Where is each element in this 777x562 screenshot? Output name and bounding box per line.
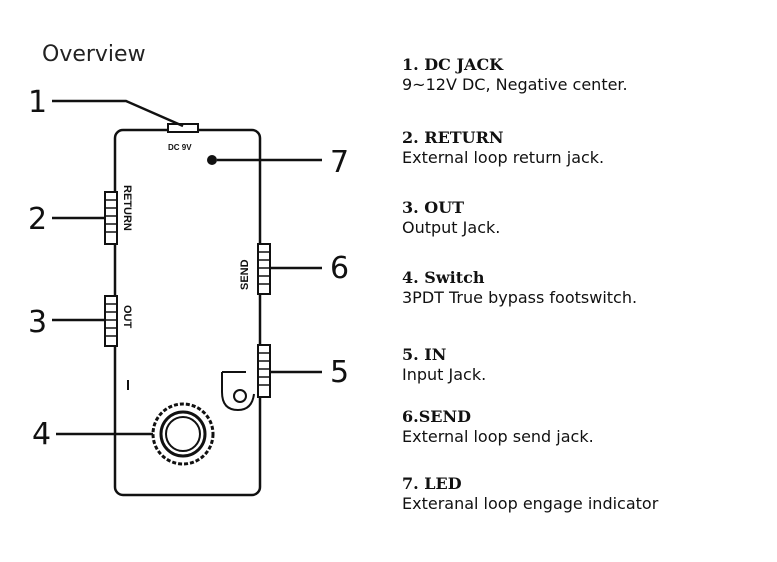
legend-num: 5. xyxy=(402,345,419,364)
legend-name: SEND xyxy=(418,407,471,426)
return-jack xyxy=(104,191,118,245)
legend-item-dc-jack: 1. DC JACK 9~12V DC, Negative center. xyxy=(402,55,628,95)
legend-name: OUT xyxy=(424,198,465,217)
in-jack xyxy=(257,344,271,398)
out-label: OUT xyxy=(121,305,133,329)
legend-desc: External loop return jack. xyxy=(402,148,605,167)
legend-item-led: 7. LED Exteranal loop engage indicator xyxy=(402,474,658,514)
legend-desc: External loop send jack. xyxy=(402,427,594,446)
legend-desc: 3PDT True bypass footswitch. xyxy=(402,288,638,307)
legend-num: 2. xyxy=(402,128,419,147)
legend-desc: 9~12V DC, Negative center. xyxy=(402,75,628,94)
led-indicator xyxy=(207,155,217,165)
legend-name: Switch xyxy=(424,268,485,287)
legend-name: IN xyxy=(424,345,447,364)
send-jack xyxy=(257,243,271,295)
overview-title: Overview xyxy=(42,42,146,67)
legend-num: 3. xyxy=(402,198,419,217)
legend-item-in: 5. IN Input Jack. xyxy=(402,345,486,385)
legend-num: 6. xyxy=(402,407,419,426)
callout-2: 2 xyxy=(28,202,47,237)
callout-1: 1 xyxy=(28,85,47,120)
legend-item-send: 6.SEND External loop send jack. xyxy=(402,407,594,447)
callout-3: 3 xyxy=(28,305,47,340)
legend-num: 7. xyxy=(402,474,419,493)
return-label: RETURN xyxy=(121,185,133,231)
jack-connector-icon xyxy=(221,371,255,412)
legend-item-out: 3. OUT Output Jack. xyxy=(402,198,500,238)
out-jack xyxy=(104,295,118,347)
legend-desc: Input Jack. xyxy=(402,365,487,384)
legend-num: 1. xyxy=(402,55,419,74)
send-label: SEND xyxy=(239,259,251,290)
dc-jack-label: DC 9V xyxy=(168,143,192,152)
legend-name: DC JACK xyxy=(424,55,504,74)
leader-lines xyxy=(52,99,322,436)
callout-6: 6 xyxy=(330,251,349,286)
callout-4: 4 xyxy=(32,417,51,452)
footswitch xyxy=(151,402,215,466)
legend-desc: Output Jack. xyxy=(402,218,501,237)
dc-jack xyxy=(167,123,199,133)
callout-7: 7 xyxy=(330,145,349,180)
legend-name: RETURN xyxy=(424,128,504,147)
legend-desc: Exteranal loop engage indicator xyxy=(402,494,659,513)
legend-item-switch: 4. Switch 3PDT True bypass footswitch. xyxy=(402,268,637,308)
legend-name: LED xyxy=(424,474,462,493)
callout-5: 5 xyxy=(330,355,349,390)
legend-item-return: 2. RETURN External loop return jack. xyxy=(402,128,604,168)
legend-num: 4. xyxy=(402,268,419,287)
